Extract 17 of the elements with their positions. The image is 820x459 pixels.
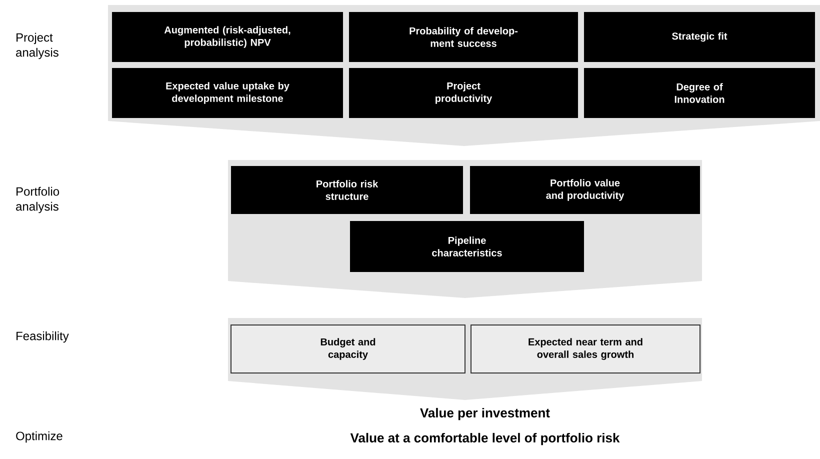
criteria-box: Pipeline characteristics: [350, 221, 584, 272]
criteria-box: Budget and capacity: [230, 324, 466, 374]
stage-label: Project analysis: [16, 32, 58, 60]
criteria-box: Probability of develop- ment success: [349, 12, 578, 62]
result-text: Value per investment: [420, 408, 550, 420]
result-text: Value at a comfortable level of portfolio risk: [350, 432, 620, 446]
criteria-box: Expected near term and overall sales growth: [470, 324, 700, 374]
criteria-box: Project productivity: [349, 68, 578, 118]
stage-label: Portfolio analysis: [16, 186, 60, 214]
stage-label: Optimize: [16, 431, 62, 443]
criteria-box: Augmented (risk-adjusted, probabilistic) NPV: [112, 12, 343, 62]
criteria-box: Strategic fit: [584, 12, 815, 62]
criteria-box: Degree of Innovation: [584, 68, 815, 118]
criteria-box: Portfolio risk structure: [231, 166, 463, 214]
criteria-box: Expected value uptake by development milestone: [112, 68, 343, 118]
stage-label: Feasibility: [16, 331, 69, 343]
criteria-box: Portfolio value and productivity: [470, 166, 700, 214]
